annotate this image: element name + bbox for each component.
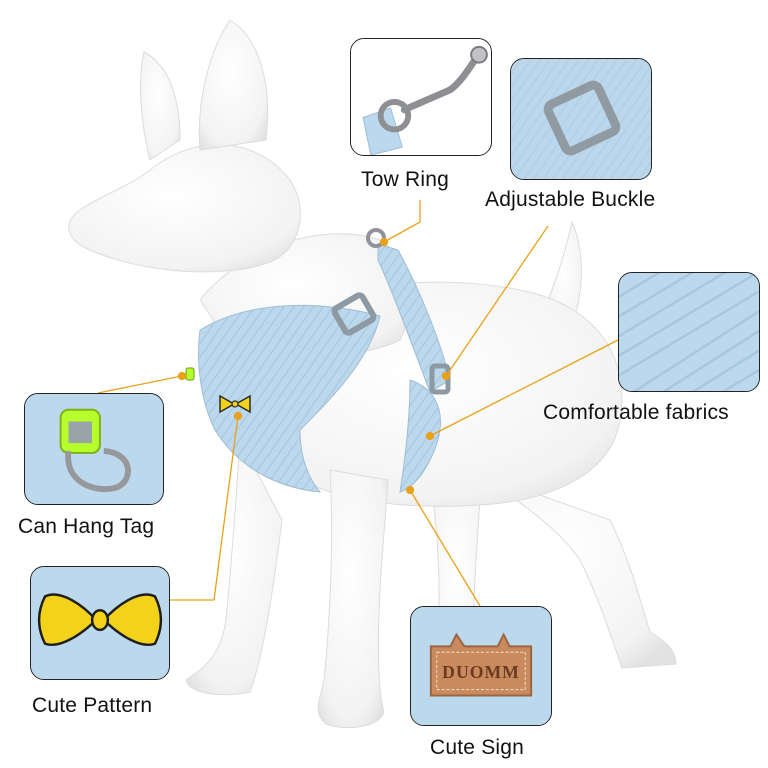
adjustable-buckle-label: Adjustable Buckle bbox=[485, 188, 656, 211]
fabric-icon bbox=[619, 273, 759, 391]
cute-sign-tag-text: DUOMM bbox=[442, 662, 520, 682]
leader-lines bbox=[97, 200, 619, 607]
adjustable-buckle-callout bbox=[510, 58, 652, 180]
buckle-icon bbox=[511, 59, 651, 179]
d-ring-icon bbox=[25, 394, 163, 504]
comfortable-fabrics-callout bbox=[618, 272, 760, 392]
tow-ring-callout bbox=[350, 38, 492, 156]
comfortable-fabrics-label: Comfortable fabrics bbox=[543, 401, 729, 424]
can-hang-tag-label: Can Hang Tag bbox=[18, 515, 155, 538]
label-tag-icon: DUOMM bbox=[411, 607, 551, 725]
bow-tie-icon bbox=[31, 567, 169, 679]
cute-sign-label: Cute Sign bbox=[430, 736, 525, 759]
cute-sign-callout: DUOMM bbox=[410, 606, 552, 726]
tow-ring-icon bbox=[351, 39, 491, 155]
cute-pattern-callout bbox=[30, 566, 170, 680]
harness bbox=[185, 228, 451, 493]
can-hang-tag-callout bbox=[24, 393, 164, 505]
tow-ring-label: Tow Ring bbox=[361, 168, 449, 191]
cute-pattern-label: Cute Pattern bbox=[32, 694, 153, 717]
